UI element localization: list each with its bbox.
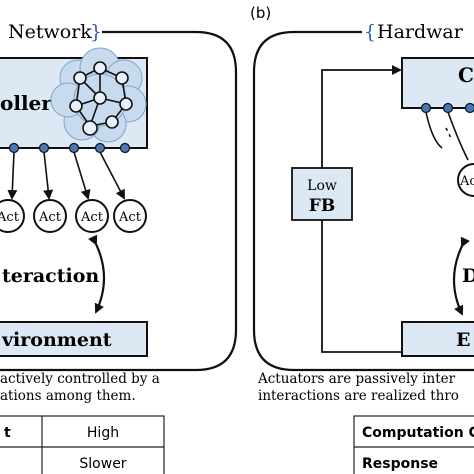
interaction-label: teraction	[2, 265, 99, 287]
panel-a-title: Network	[8, 21, 92, 43]
hw-d-label: D	[462, 265, 474, 287]
hw-link-2	[447, 111, 469, 161]
panel-a-table: t High Slower	[0, 415, 165, 474]
hw-environment-box	[401, 321, 474, 357]
table-a-r1c1: t	[4, 425, 11, 441]
panel-b-table: Computation C Response	[353, 415, 474, 474]
panel-b-label: (b)	[250, 4, 271, 22]
hw-controller-ports	[420, 102, 474, 114]
network-cloud-icon	[50, 47, 147, 143]
panel-b: (b) { Hardwar C Ac Low FB D	[250, 4, 474, 474]
low-fb-box	[291, 167, 353, 221]
panel-b-title: Hardwar	[377, 21, 464, 43]
panel-b-frame	[252, 30, 474, 372]
hw-actuator: Ac	[457, 163, 474, 197]
hw-link-1	[425, 111, 443, 149]
svg-text:Act: Act	[80, 210, 104, 225]
feedback-loop-line	[317, 186, 402, 353]
svg-text:Act: Act	[0, 210, 20, 225]
table-a-r2c2: Slower	[79, 456, 126, 472]
hw-controller-box	[401, 57, 474, 109]
environment-label: vironment	[1, 329, 112, 351]
low-fb-line2: FB	[309, 196, 335, 216]
panel-a-frame	[0, 30, 238, 372]
svg-text:Act: Act	[38, 210, 62, 225]
table-b-r1: Computation C	[362, 425, 474, 441]
panel-b-caption-1: Actuators are passively inter	[257, 371, 456, 387]
hw-interaction-arrow	[452, 236, 470, 316]
panel-a-title-brace: }	[90, 21, 102, 43]
hw-controller-label: C	[458, 63, 474, 87]
panel-a-caption-2: ations among them.	[0, 388, 136, 404]
svg-text:Act: Act	[118, 210, 142, 225]
actuator-2: Act	[33, 199, 67, 233]
interaction-arrow	[88, 234, 106, 314]
panel-b-title-brace: {	[364, 21, 376, 43]
controller-label: oller	[0, 91, 52, 115]
hw-environment-label: E	[456, 329, 470, 351]
actuator-3: Act	[75, 199, 109, 233]
panel-a: Network } oller	[0, 20, 238, 474]
table-a-r1c2: High	[87, 425, 119, 441]
table-b-r2: Response	[362, 456, 438, 472]
hw-link-dashed	[445, 127, 453, 141]
control-arrows	[7, 151, 125, 200]
panel-b-caption-2: interactions are realized thro	[258, 388, 459, 404]
feedback-to-controller	[321, 65, 402, 168]
environment-box	[0, 321, 148, 357]
panel-a-caption-1: actively controlled by a	[0, 371, 160, 387]
svg-text:Ac: Ac	[459, 174, 474, 189]
actuator-1: Act	[0, 199, 25, 233]
actuator-4: Act	[113, 199, 147, 233]
low-fb-line1: Low	[307, 178, 337, 194]
